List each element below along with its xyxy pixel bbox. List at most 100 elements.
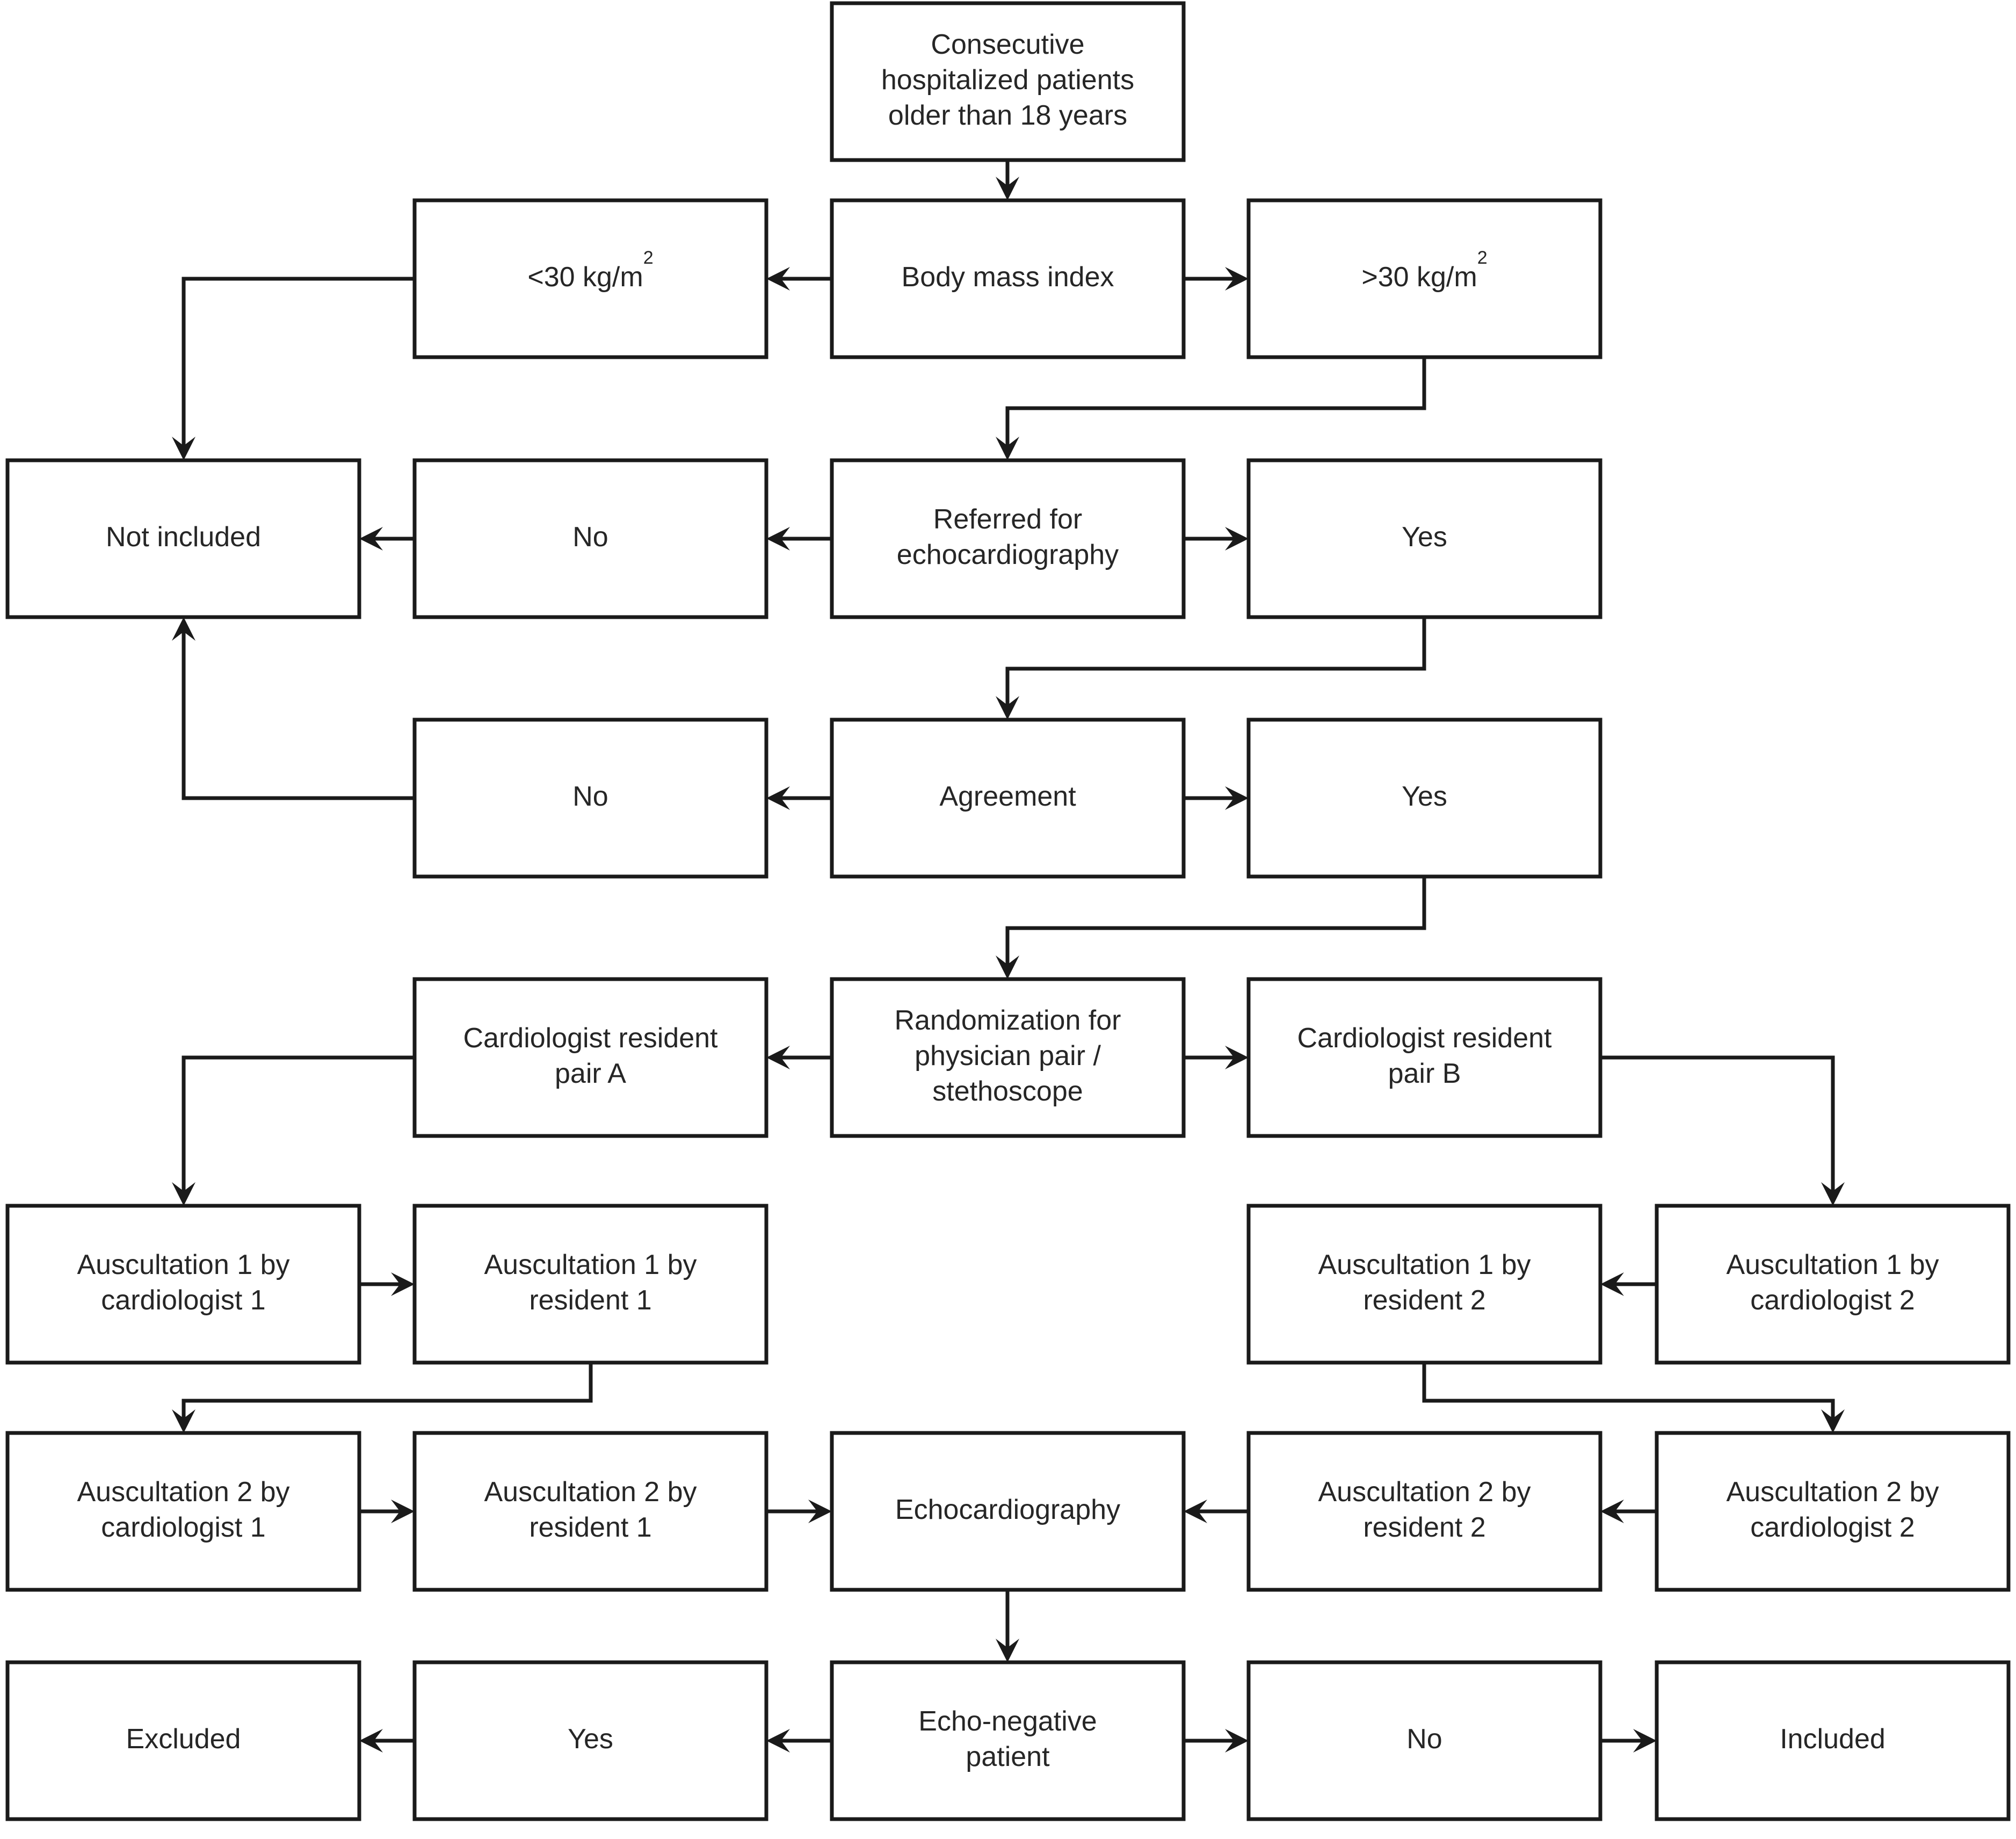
- arrowhead-icon: [1225, 1046, 1249, 1069]
- node-label: Included: [1780, 1724, 1886, 1755]
- flow-node-referred-yes[interactable]: Yes: [1246, 458, 1602, 619]
- node-box[interactable]: [1655, 1431, 2011, 1592]
- node-box[interactable]: [830, 718, 1186, 879]
- arrowhead-icon: [1225, 786, 1249, 810]
- node-label: Yes: [568, 1724, 613, 1755]
- flow-node-agreement[interactable]: Agreement: [830, 718, 1186, 879]
- node-box[interactable]: [5, 458, 361, 619]
- node-box[interactable]: [412, 718, 768, 879]
- arrowhead-icon: [1821, 1409, 1845, 1433]
- flow-node-referred-no[interactable]: No: [412, 458, 768, 619]
- flow-node-included[interactable]: Included: [1655, 1660, 2011, 1821]
- flow-connector: [359, 527, 415, 551]
- arrowhead-icon: [996, 437, 1019, 460]
- arrowhead-icon: [1633, 1729, 1657, 1753]
- node-box[interactable]: [1655, 1204, 2011, 1365]
- flow-connector: [1184, 527, 1249, 551]
- flow-connector: [1600, 1272, 1657, 1296]
- node-box[interactable]: [1246, 1431, 1602, 1592]
- flow-node-echo-no[interactable]: No: [1246, 1660, 1602, 1821]
- arrowhead-icon: [996, 696, 1019, 720]
- node-box[interactable]: [830, 977, 1186, 1138]
- node-box[interactable]: [412, 458, 768, 619]
- flow-connector: [996, 357, 1426, 460]
- node-box[interactable]: [412, 977, 768, 1138]
- arrowhead-icon: [1600, 1272, 1624, 1296]
- flow-connector: [766, 267, 832, 291]
- flow-connector: [996, 877, 1426, 979]
- node-box[interactable]: [1246, 1204, 1602, 1365]
- flow-node-agreement-no[interactable]: No: [412, 718, 768, 879]
- node-label: <30 kg/m2: [527, 248, 653, 293]
- arrowhead-icon: [359, 1729, 383, 1753]
- node-box[interactable]: [5, 1431, 361, 1592]
- node-box[interactable]: [830, 1431, 1186, 1592]
- node-label: No: [572, 522, 608, 553]
- node-label: >30 kg/m2: [1361, 248, 1487, 293]
- node-label: Body mass index: [902, 262, 1114, 293]
- flow-connector: [1184, 786, 1249, 810]
- arrowhead-icon: [172, 617, 195, 641]
- node-box[interactable]: [412, 1204, 768, 1365]
- node-box[interactable]: [412, 1431, 768, 1592]
- node-box[interactable]: [830, 1660, 1186, 1821]
- flow-node-agreement-yes[interactable]: Yes: [1246, 718, 1602, 879]
- arrowhead-icon: [359, 527, 383, 551]
- arrowhead-icon: [996, 177, 1019, 200]
- node-box[interactable]: [830, 458, 1186, 619]
- flow-node-bmi-high[interactable]: >30 kg/m2: [1246, 198, 1602, 359]
- node-box[interactable]: [1246, 458, 1602, 619]
- node-box[interactable]: [1246, 718, 1602, 879]
- flow-node-bmi[interactable]: Body mass index: [830, 198, 1186, 359]
- node-box[interactable]: [5, 1204, 361, 1365]
- flow-node-bmi-low[interactable]: <30 kg/m2: [412, 198, 768, 359]
- node-box[interactable]: [1246, 198, 1602, 359]
- flow-node-echo[interactable]: Echocardiography: [830, 1431, 1186, 1592]
- node-box[interactable]: [830, 1, 1186, 162]
- flow-connector: [766, 1046, 832, 1069]
- node-label: No: [572, 781, 608, 812]
- flow-node-echo-yes[interactable]: Yes: [412, 1660, 768, 1821]
- node-box[interactable]: [1246, 977, 1602, 1138]
- node-label: Agreement: [939, 781, 1076, 812]
- flow-connector: [359, 1500, 415, 1523]
- node-label: Echocardiography: [895, 1494, 1120, 1525]
- node-box[interactable]: [830, 198, 1186, 359]
- node-box[interactable]: [1246, 1660, 1602, 1821]
- node-box[interactable]: [5, 1660, 361, 1821]
- arrowhead-icon: [172, 1182, 195, 1206]
- node-box[interactable]: [1655, 1660, 2011, 1821]
- node-box[interactable]: [412, 1660, 768, 1821]
- connector-line: [1600, 1055, 1835, 1202]
- flow-node-excluded[interactable]: Excluded: [5, 1660, 361, 1821]
- connector-line: [1005, 877, 1426, 975]
- node-label: Yes: [1402, 781, 1447, 812]
- arrowhead-icon: [1225, 1729, 1249, 1753]
- flow-node-not-included[interactable]: Not included: [5, 458, 361, 619]
- flow-connector: [1600, 1500, 1657, 1523]
- arrowhead-icon: [766, 267, 790, 291]
- node-box[interactable]: [412, 198, 768, 359]
